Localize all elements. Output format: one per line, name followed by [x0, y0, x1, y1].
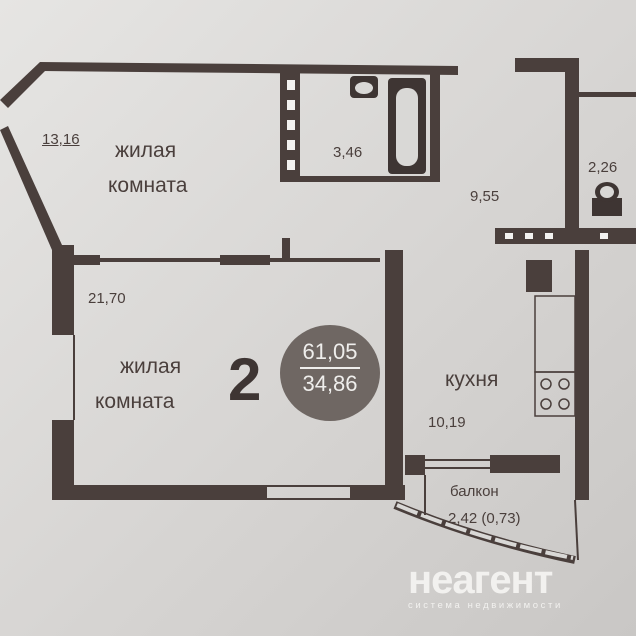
living1-name-line1: жилая — [115, 139, 177, 162]
sink — [350, 76, 378, 98]
walls — [0, 58, 636, 500]
balcony-rail — [393, 475, 579, 564]
watermark-tagline: система недвижимости — [408, 600, 563, 611]
kitchen-area: 10,19 — [428, 414, 466, 431]
toilet-area: 2,26 — [588, 159, 618, 176]
watermark-logo: неагент система недвижимости — [408, 560, 563, 611]
living2-name-line2: комната — [95, 390, 175, 413]
balcony-area: 2,42 (0,73) — [448, 510, 521, 527]
living-area: 34,86 — [302, 371, 358, 396]
balcony-name: балкон — [450, 483, 499, 500]
toilet — [592, 182, 622, 216]
total-area: 61,05 — [300, 337, 360, 369]
kitchen-name: кухня — [445, 368, 499, 391]
living2-name-line1: жилая — [120, 355, 182, 378]
windows — [73, 335, 490, 500]
living2-area: 21,70 — [88, 290, 126, 307]
watermark-brand: неагент — [408, 558, 553, 602]
area-badge: 61,05 34,86 — [280, 325, 380, 421]
bathroom-area: 3,46 — [333, 144, 363, 161]
living1-name-line2: комната — [108, 174, 188, 197]
rooms-count: 2 — [228, 346, 262, 413]
hall-area: 9,55 — [470, 188, 500, 205]
fixtures — [287, 80, 608, 239]
bathtub — [388, 78, 426, 174]
living1-area: 13,16 — [42, 131, 80, 148]
stove — [534, 295, 576, 417]
